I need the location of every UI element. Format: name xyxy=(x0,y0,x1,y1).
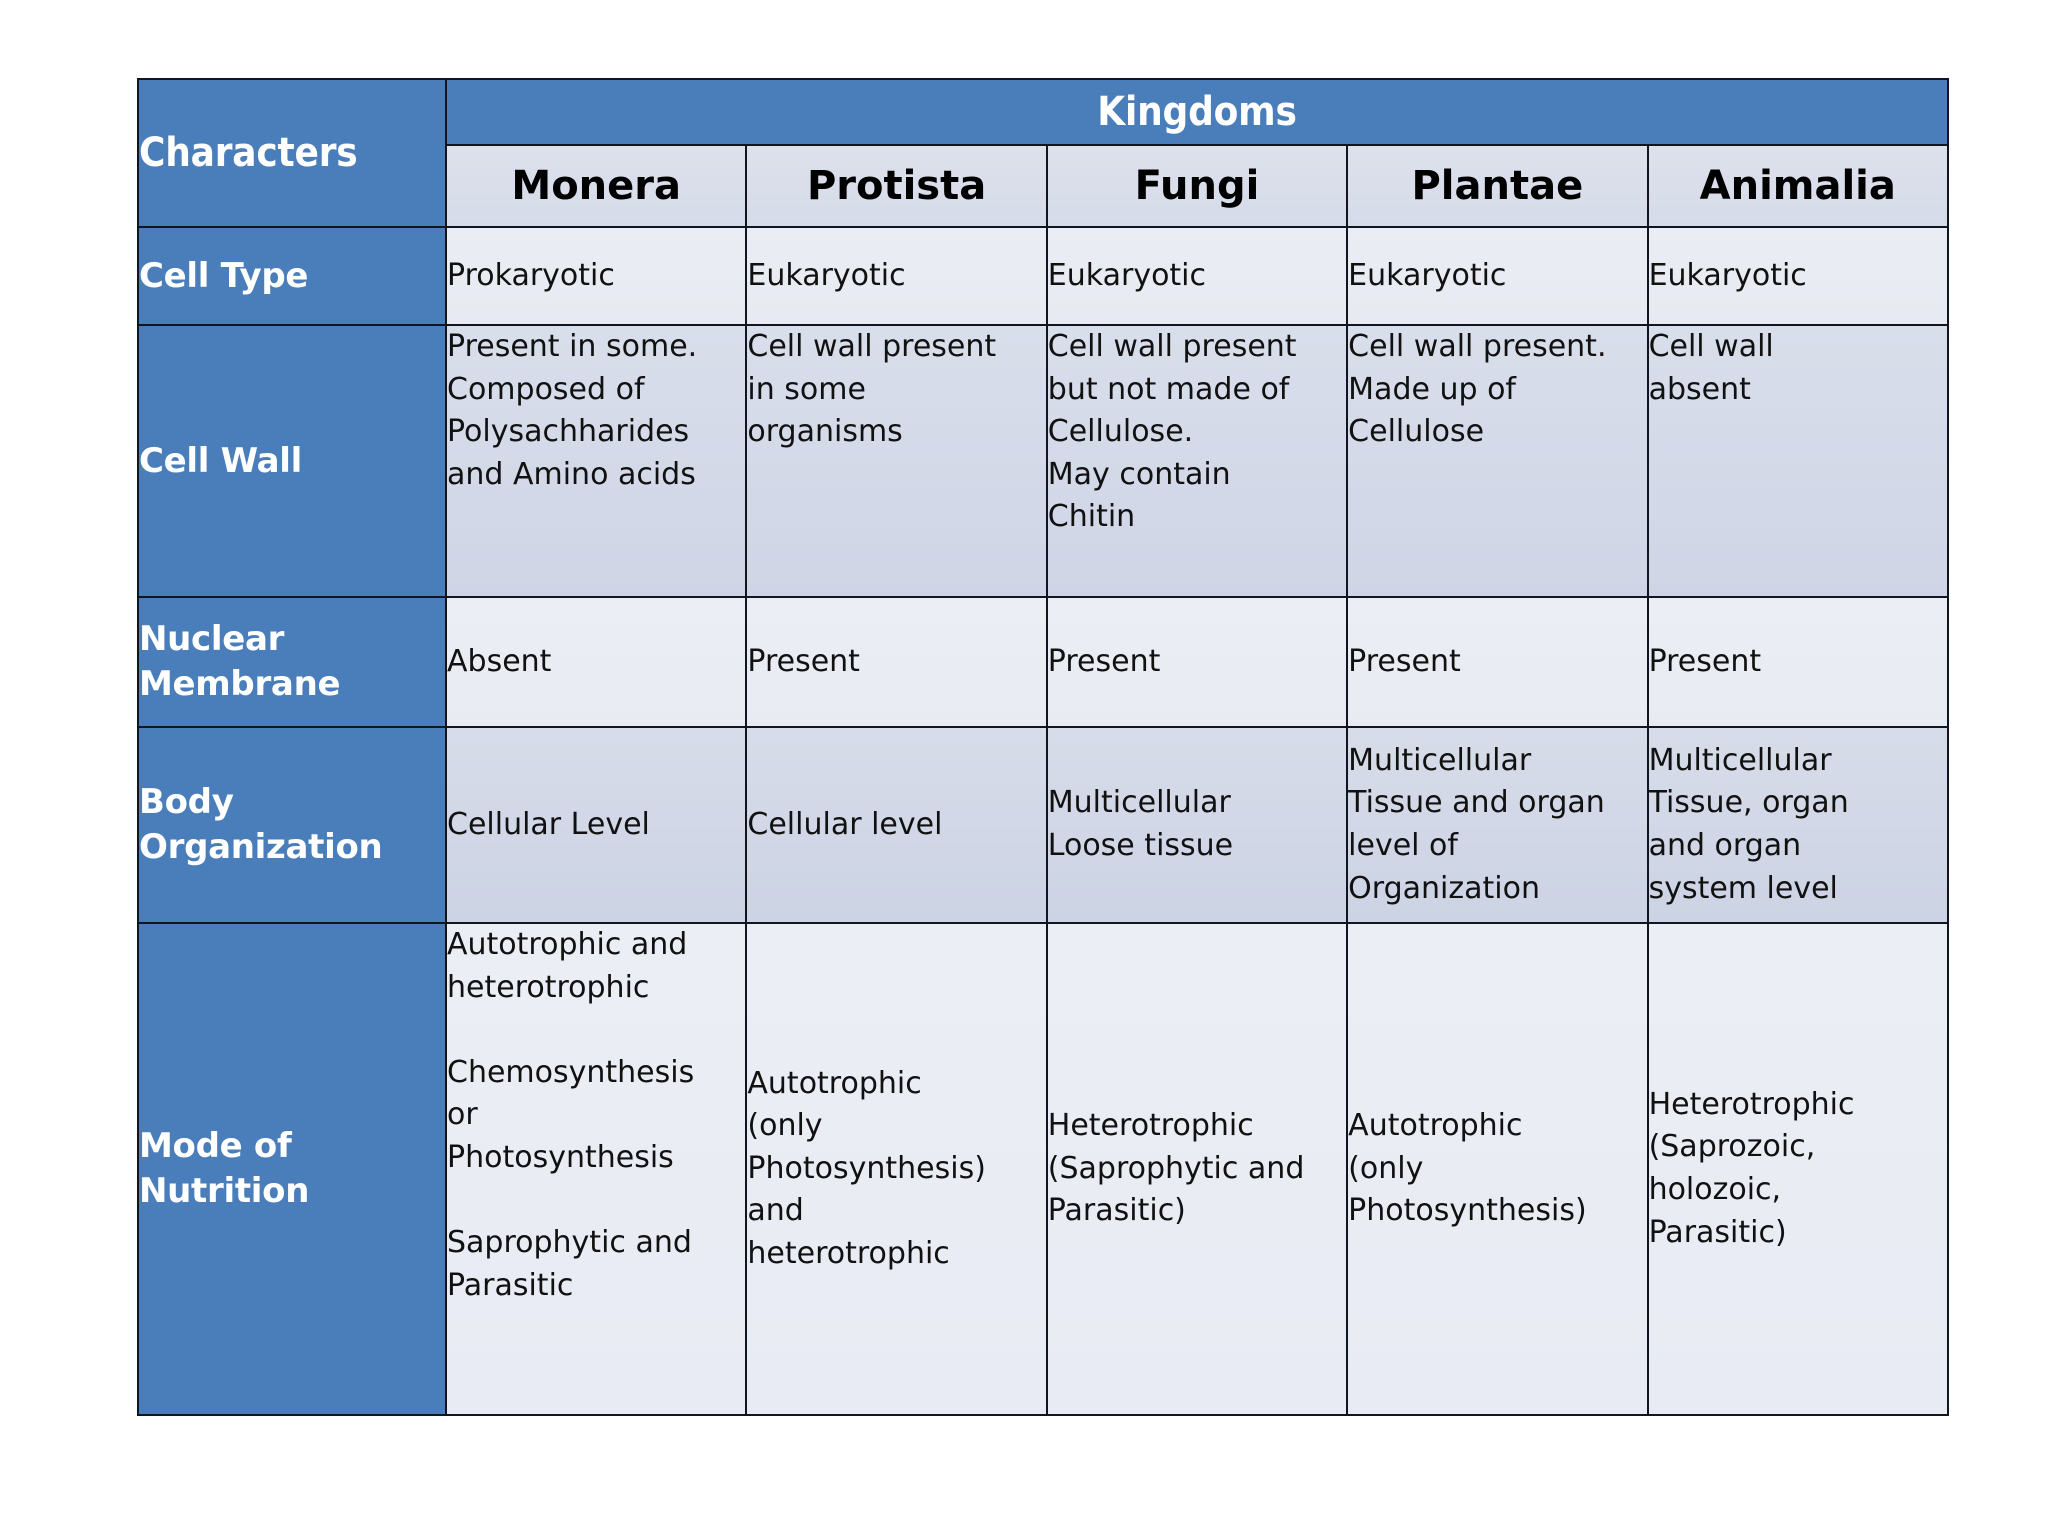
characters-corner-header: Characters xyxy=(137,78,447,228)
cell-cell-wall-plantae: Cell wall present. Made up of Cellulose xyxy=(1346,324,1649,598)
cell-cell-wall-fungi: Cell wall present but not made of Cellul… xyxy=(1045,324,1349,598)
cell-cell-wall-monera: Present in some. Composed of Polysachhar… xyxy=(444,324,748,598)
row-label-body-organization: Body Organization xyxy=(137,726,447,924)
cell-body-organization-plantae: Multicellular Tissue and organ level of … xyxy=(1346,726,1649,924)
cell-body-organization-monera: Cellular Level xyxy=(444,726,748,924)
cell-cell-type-animalia: Eukaryotic xyxy=(1646,226,1950,326)
table-column-header-row: Monera Protista Fungi Plantae Animalia xyxy=(138,144,1950,228)
cell-mode-of-nutrition-protista: Autotrophic (only Photosynthesis) and he… xyxy=(745,922,1048,1416)
cell-mode-of-nutrition-plantae: Autotrophic (only Photosynthesis) xyxy=(1346,922,1649,1416)
row-label-cell-wall: Cell Wall xyxy=(137,324,447,598)
cell-mode-of-nutrition-fungi: Heterotrophic (Saprophytic and Parasitic… xyxy=(1045,922,1349,1416)
column-header-fungi: Fungi xyxy=(1045,144,1349,228)
cell-cell-wall-animalia: Cell wall absent xyxy=(1646,324,1950,598)
table-row-body-organization: Body Organization Cellular Level Cellula… xyxy=(137,726,1950,924)
column-header-plantae: Plantae xyxy=(1346,144,1649,228)
cell-body-organization-protista: Cellular level xyxy=(745,726,1048,924)
cell-nuclear-membrane-fungi: Present xyxy=(1045,596,1349,728)
table-row-nuclear-membrane: Nuclear Membrane Absent Present Present … xyxy=(137,596,1950,728)
cell-cell-type-protista: Eukaryotic xyxy=(745,226,1048,326)
cell-cell-type-plantae: Eukaryotic xyxy=(1346,226,1649,326)
table-row-mode-of-nutrition: Mode of Nutrition Autotrophic and hetero… xyxy=(137,922,1950,1416)
table-row-cell-type: Cell Type Prokaryotic Eukaryotic Eukaryo… xyxy=(137,226,1950,326)
cell-cell-type-fungi: Eukaryotic xyxy=(1045,226,1349,326)
row-label-nuclear-membrane: Nuclear Membrane xyxy=(137,596,447,728)
table-header-group-row: Characters Kingdoms xyxy=(137,78,1949,228)
cell-nuclear-membrane-plantae: Present xyxy=(1346,596,1649,728)
column-header-monera: Monera xyxy=(444,144,748,228)
cell-body-organization-fungi: Multicellular Loose tissue xyxy=(1045,726,1349,924)
cell-cell-wall-protista: Cell wall present in some organisms xyxy=(745,324,1048,598)
cell-cell-type-monera: Prokaryotic xyxy=(444,226,748,326)
cell-nuclear-membrane-animalia: Present xyxy=(1646,596,1950,728)
cell-nuclear-membrane-monera: Absent xyxy=(444,596,748,728)
cell-mode-of-nutrition-animalia: Heterotrophic (Saprozoic, holozoic, Para… xyxy=(1646,922,1950,1416)
table-row-cell-wall: Cell Wall Present in some. Composed of P… xyxy=(137,324,1950,598)
row-label-mode-of-nutrition: Mode of Nutrition xyxy=(137,922,447,1416)
column-header-protista: Protista xyxy=(745,144,1048,228)
cell-mode-of-nutrition-monera: Autotrophic and heterotrophic Chemosynth… xyxy=(444,922,748,1416)
cell-nuclear-membrane-protista: Present xyxy=(745,596,1048,728)
five-kingdom-comparison-table: Characters Kingdoms Monera Protista Fung… xyxy=(137,78,1950,1416)
column-header-animalia: Animalia xyxy=(1646,144,1950,228)
row-label-cell-type: Cell Type xyxy=(137,226,447,326)
cell-body-organization-animalia: Multicellular Tissue, organ and organ sy… xyxy=(1646,726,1950,924)
kingdoms-group-header: Kingdoms xyxy=(445,78,1949,146)
